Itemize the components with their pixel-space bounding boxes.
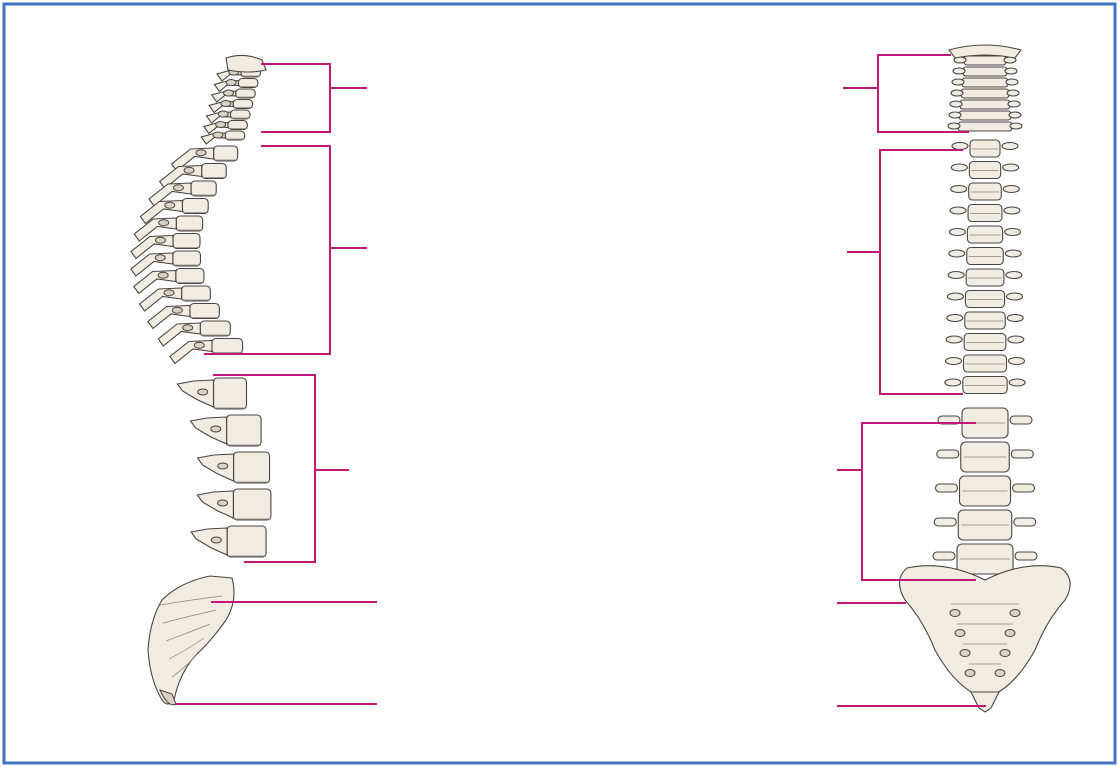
vertebra-anterior-thoracic: [946, 355, 1025, 372]
coccyx-anterior: [971, 692, 999, 712]
vertebra-anterior-thoracic: [950, 205, 1020, 222]
vertebra-anterior-lumbar: [936, 476, 1035, 506]
vertebra-anterior-thoracic: [951, 183, 1020, 200]
lateral-spine-illustration: [131, 55, 271, 704]
vertebra-anterior-thoracic: [947, 291, 1022, 308]
vertebra-lateral-lumbar: [198, 452, 270, 483]
vertebra-anterior-thoracic: [949, 248, 1022, 265]
anterior-spine-illustration: [899, 45, 1070, 712]
vertebra-anterior-thoracic: [949, 226, 1020, 243]
vertebra-anterior-cervical: [952, 78, 1018, 87]
vertebra-lateral-lumbar: [178, 378, 247, 409]
cervical-bracket-anterior: [844, 55, 968, 132]
sacrum-lateral: [148, 576, 234, 704]
vertebra-anterior-thoracic: [948, 269, 1022, 286]
vertebra-anterior-lumbar: [934, 510, 1036, 540]
cervical-bracket-lateral: [262, 64, 366, 132]
vertebra-anterior-lumbar: [937, 442, 1034, 472]
vertebra-anterior-thoracic: [951, 162, 1018, 179]
vertebra-lateral-thoracic: [170, 339, 243, 364]
vertebra-anterior-thoracic: [945, 377, 1025, 394]
atlas-lateral: [226, 55, 266, 72]
sacrum-anterior: [899, 566, 1070, 698]
vertebra-anterior-cervical: [950, 100, 1020, 109]
vertebra-anterior-thoracic: [946, 334, 1024, 351]
vertebra-anterior-cervical: [951, 89, 1019, 98]
vertebra-lateral-lumbar: [191, 526, 266, 557]
vertebra-anterior-thoracic: [952, 140, 1018, 157]
vertebra-lateral-lumbar: [191, 415, 262, 446]
vertebra-anterior-cervical: [949, 111, 1021, 120]
vertebra-lateral-lumbar: [197, 489, 271, 520]
vertebra-anterior-cervical: [953, 67, 1017, 76]
vertebra-anterior-cervical: [954, 56, 1016, 65]
thoracic-bracket-anterior: [848, 150, 962, 394]
vertebra-anterior-thoracic: [947, 312, 1023, 329]
vertebra-anterior-cervical: [948, 122, 1022, 131]
vertebra-lateral-cervical: [201, 131, 245, 144]
